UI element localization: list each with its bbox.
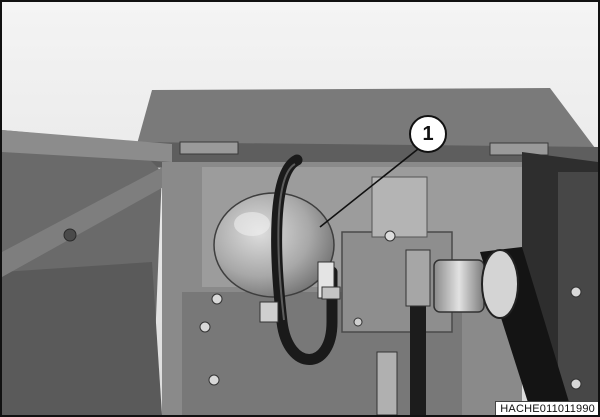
bolt-left [63,228,77,242]
bottom-fitting [376,351,398,415]
pulley-hub [433,259,485,313]
hinge-right [489,142,549,156]
small-bracket [259,301,279,323]
vertical-hose-fitting [405,249,431,307]
bolt-3 [211,293,223,305]
bolt-1 [384,230,396,242]
bolt-4 [199,321,211,333]
left-diagonal-brace [2,162,187,277]
hydraulic-hose-loop [271,154,338,365]
figure-reference-code: HACHE011011990 [495,401,598,415]
bolt-6 [570,286,582,298]
bolt-7 [570,378,582,390]
callout-leader-line [319,148,419,228]
vertical-hose [410,302,426,415]
hinge-left [179,141,239,155]
bolt-5 [208,374,220,386]
bolt-2 [353,317,363,327]
fitting-nut [321,286,341,300]
left-lower-plate [2,262,162,415]
sphere-highlight [234,212,270,236]
pulley-wheel [481,249,519,319]
bracket-upper-block [371,176,428,238]
callout-number-badge: 1 [409,115,447,153]
left-frame-bevel [2,130,172,162]
hydraulic-hose-highlight [277,163,296,321]
